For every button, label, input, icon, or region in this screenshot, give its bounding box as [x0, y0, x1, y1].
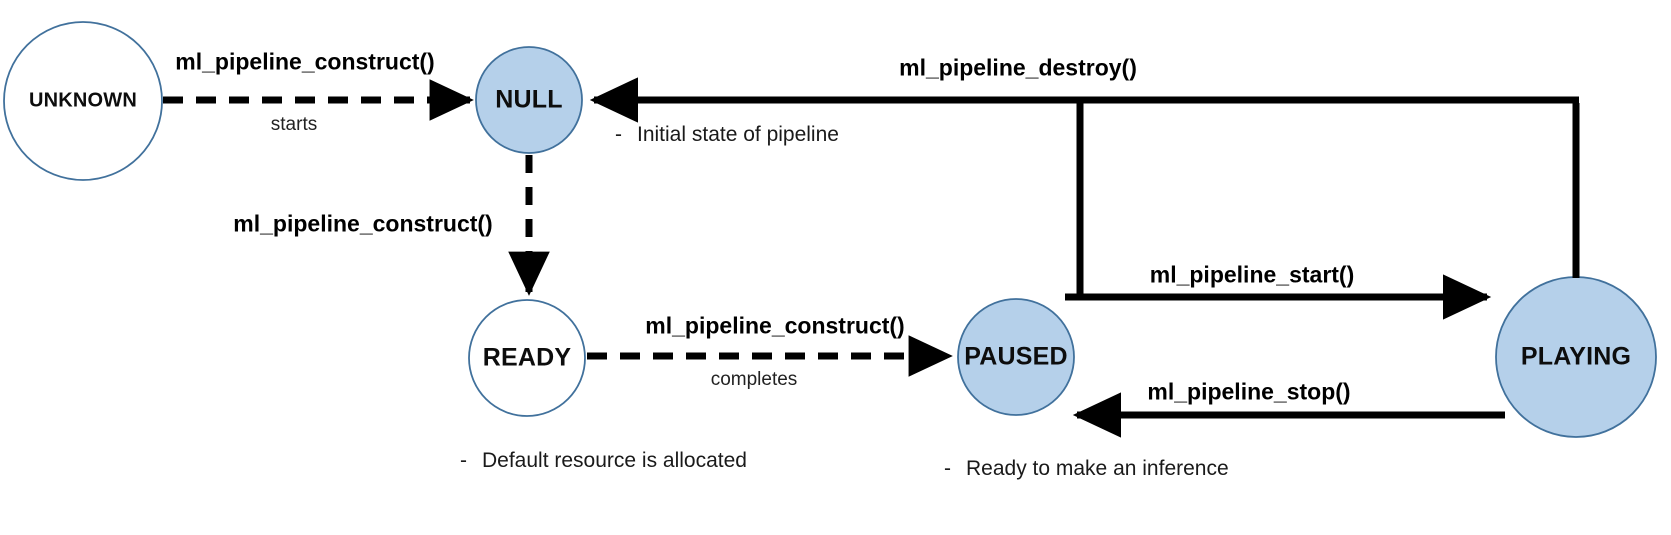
state-circle-null[interactable] — [475, 46, 583, 154]
note-ready: -Default resource is allocated — [460, 449, 747, 473]
edge-label-ready-to-paused: ml_pipeline_construct() — [645, 312, 905, 339]
edge-sublabel-unknown-to-null: starts — [270, 114, 318, 135]
note-ready-text: Default resource is allocated — [482, 449, 747, 472]
state-circle-ready[interactable] — [468, 299, 586, 417]
note-null: -Initial state of pipeline — [615, 123, 839, 147]
state-circle-paused[interactable] — [957, 298, 1075, 416]
edge-label-paused-to-playing: ml_pipeline_start() — [1149, 261, 1355, 288]
state-circle-playing[interactable] — [1495, 276, 1657, 438]
edge-sublabel-ready-to-paused: completes — [710, 369, 798, 390]
note-paused-text: Ready to make an inference — [966, 457, 1229, 480]
edge-label-null-to-ready: ml_pipeline_construct() — [233, 210, 493, 237]
note-null-text: Initial state of pipeline — [637, 123, 839, 146]
note-null-dash: - — [615, 123, 622, 146]
note-paused-dash: - — [944, 457, 951, 480]
note-ready-dash: - — [460, 449, 467, 472]
edge-label-unknown-to-null: ml_pipeline_construct() — [175, 48, 435, 75]
edge-label-playing-to-paused: ml_pipeline_stop() — [1147, 378, 1351, 405]
note-paused: -Ready to make an inference — [944, 457, 1229, 481]
state-circle-unknown[interactable] — [3, 21, 163, 181]
edge-label-destroy: ml_pipeline_destroy() — [899, 54, 1137, 81]
